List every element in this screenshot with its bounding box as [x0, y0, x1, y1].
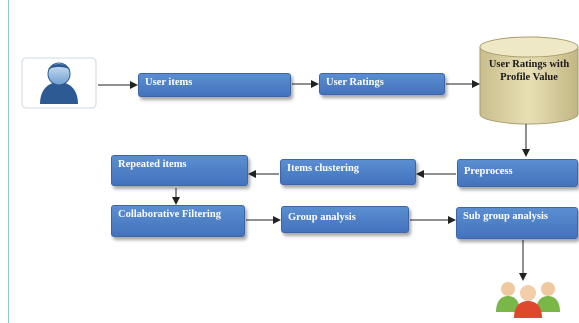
database-cylinder: [479, 36, 579, 125]
user-icon: [21, 57, 97, 109]
node-db-label: User Ratings with Profile Value: [488, 59, 570, 83]
page-margin-line: [8, 0, 9, 323]
node-preprocess: Preprocess: [457, 159, 578, 187]
group-icon: [496, 282, 560, 318]
node-sub-group-analysis: Sub group analysis: [456, 207, 578, 239]
node-items-clustering: Items clustering: [280, 159, 416, 185]
node-repeated-items: Repeated items: [111, 155, 248, 186]
node-collaborative-filtering: Collaborative Filtering: [111, 205, 245, 237]
node-group-analysis: Group analysis: [281, 206, 409, 233]
node-user-items: User items: [138, 73, 291, 97]
node-user-ratings: User Ratings: [319, 73, 445, 95]
